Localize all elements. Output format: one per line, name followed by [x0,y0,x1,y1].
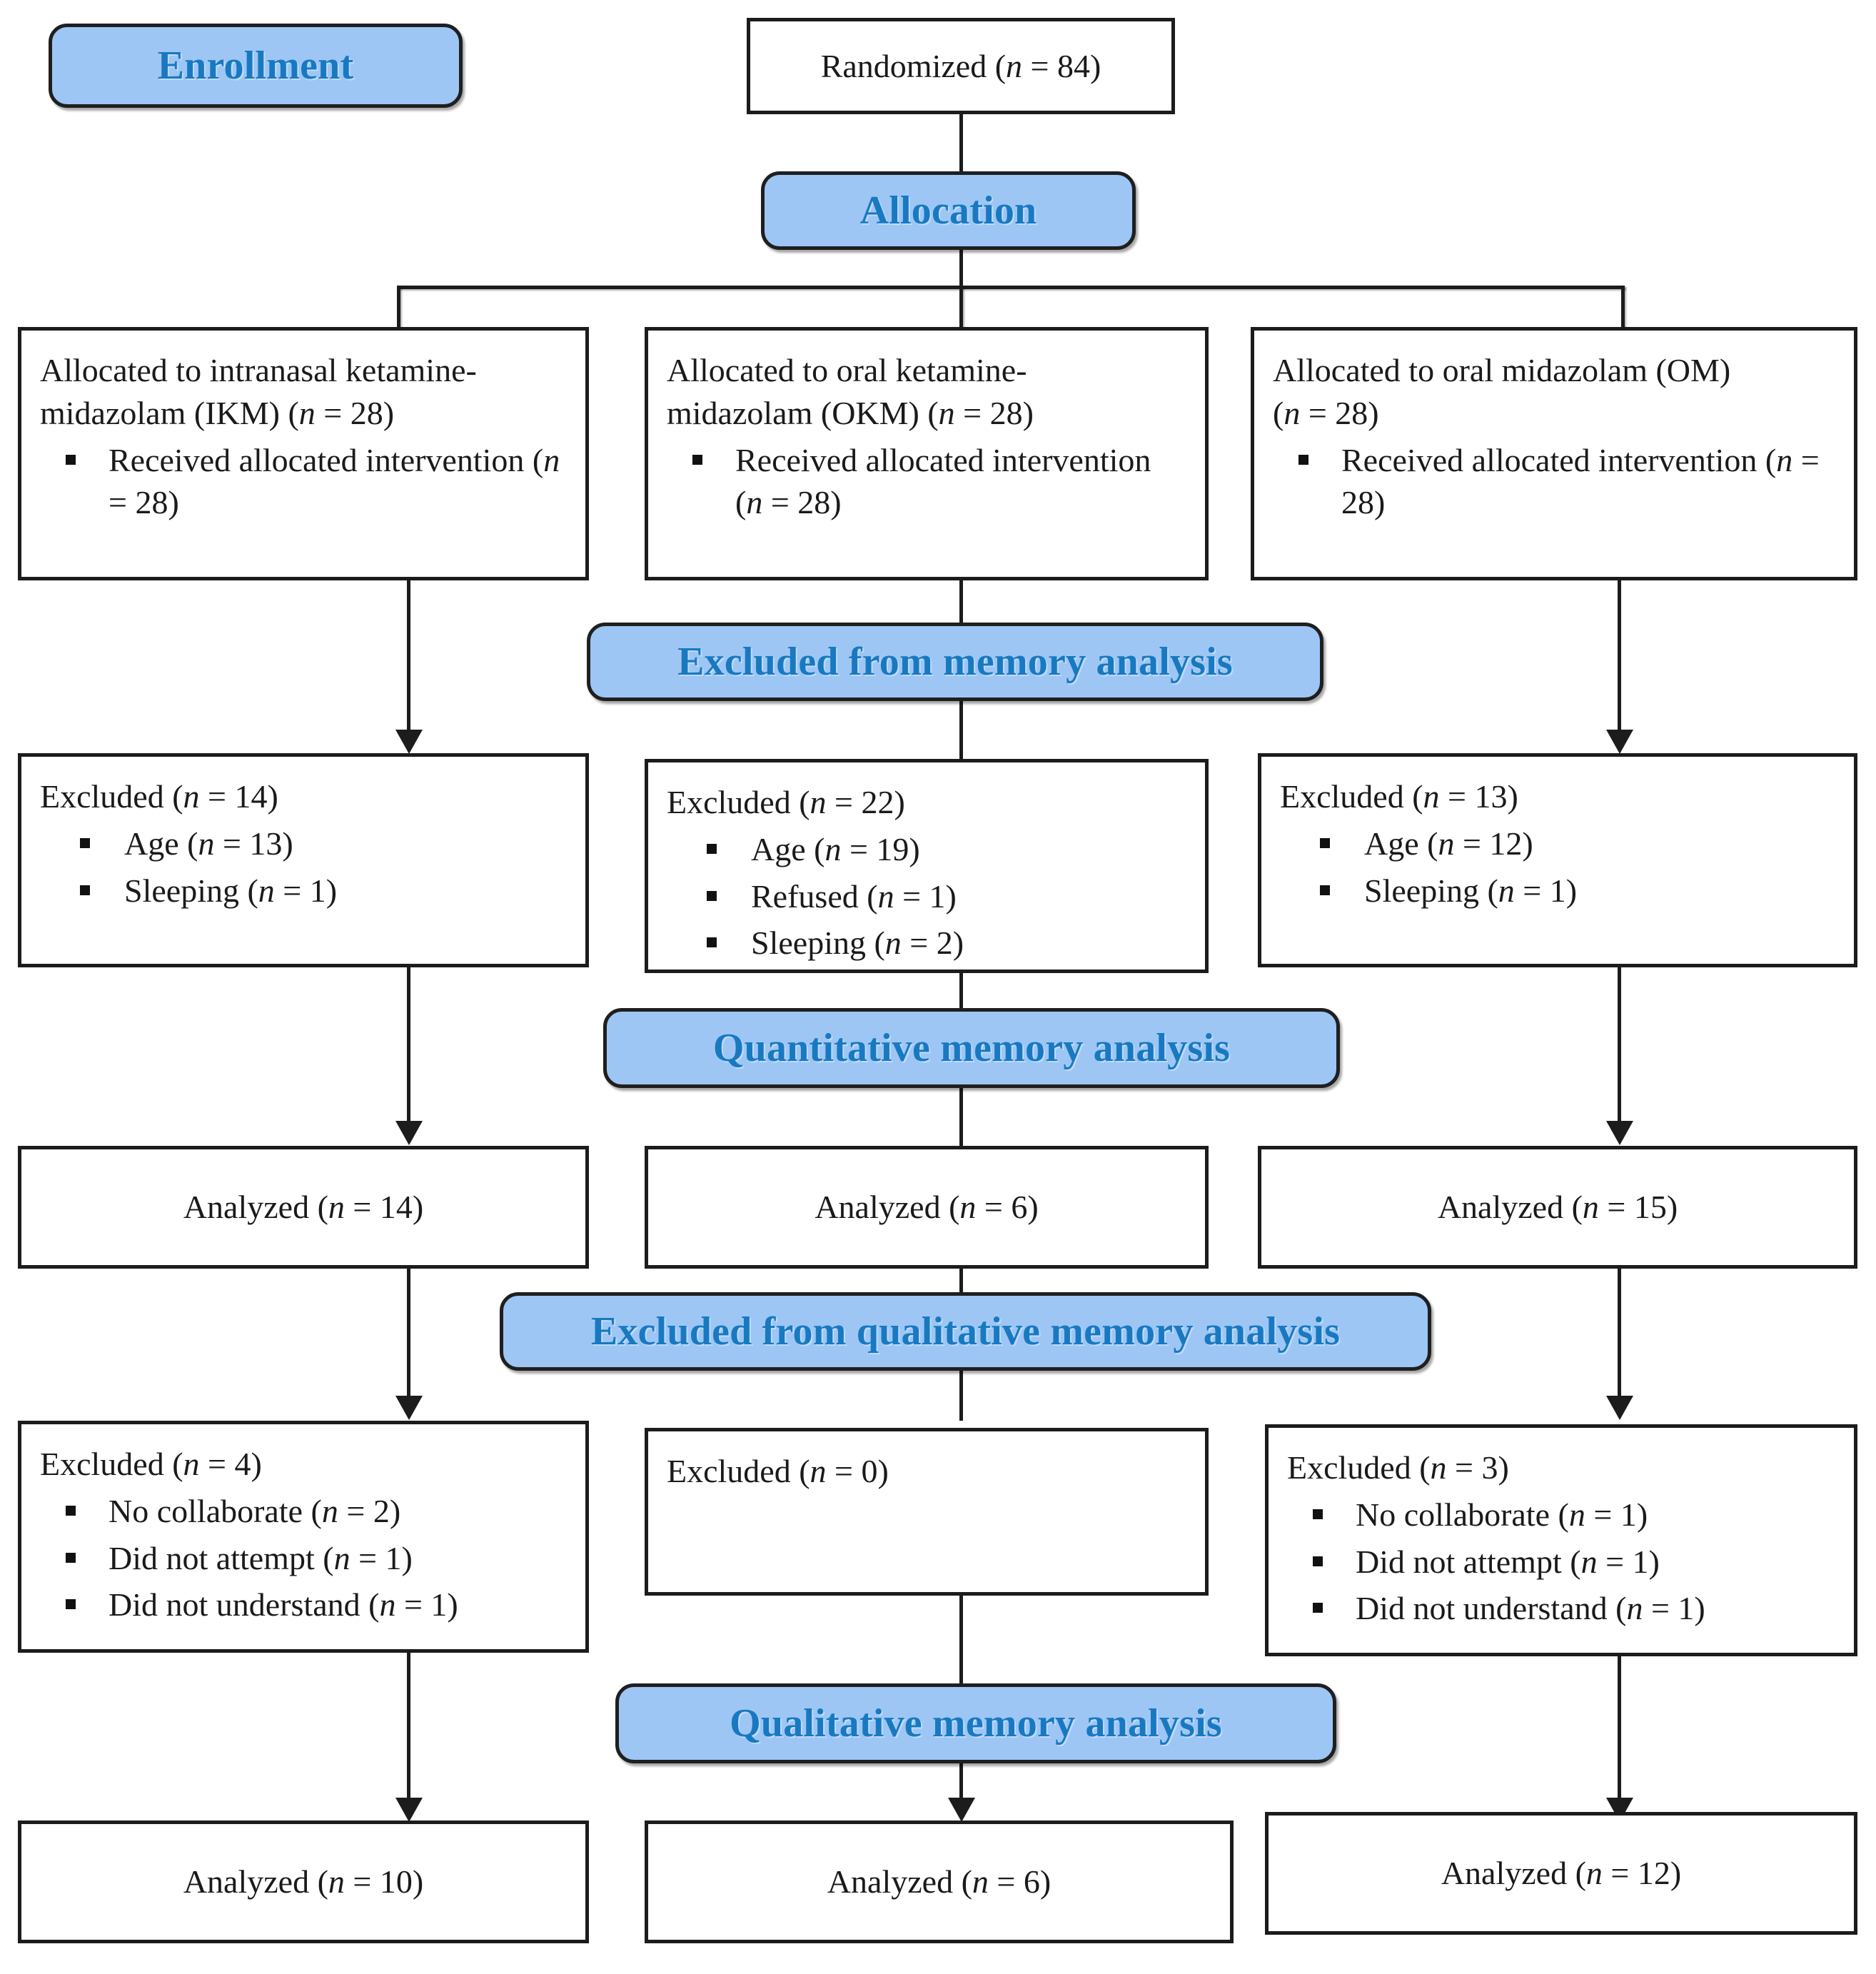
allocation-title-om: Allocated to oral midazolam (OM) (n = 28… [1273,352,1731,431]
connector-om-excl-to-analyzed [1618,967,1621,1130]
arrow-om-alloc-to-excl [1606,730,1633,754]
allocation-box-ikm: Allocated to intranasal ketamine- midazo… [18,327,589,580]
excluded-memory-box-ikm: Excluded (n = 14) Age (n = 13) Sleeping … [18,753,589,967]
arrow-om-analyzed-to-exclqual [1606,1396,1633,1420]
list-item: Received allocated intervention (n = 28) [40,439,567,525]
list-item: Refused (n = 1) [667,875,1186,918]
allocation-bullets-okm: Received allocated intervention (n = 28) [667,439,1186,525]
connector-allocation-drop-right [1621,286,1625,327]
stage-banner-enrollment: Enrollment [49,24,463,108]
connector-om-alloc-to-excl [1618,580,1621,737]
randomized-box: Randomized (n = 84) [747,18,1175,114]
list-item: Did not attempt (n = 1) [40,1537,567,1580]
list-item: Received allocated intervention (n = 28) [667,439,1186,525]
analyzed-quant-box-om: Analyzed (n = 15) [1258,1146,1857,1269]
connector-allocation-bus [397,286,1625,289]
analyzed-quant-label-okm: Analyzed (n = 6) [815,1189,1039,1226]
list-item: Age (n = 13) [40,822,567,865]
stage-banner-allocation: Allocation [761,171,1136,250]
stage-banner-excluded-qualitative: Excluded from qualitative memory analysi… [500,1292,1431,1371]
stage-label-excluded-qualitative: Excluded from qualitative memory analysi… [590,1309,1341,1354]
analyzed-quant-label-ikm: Analyzed (n = 14) [183,1189,424,1226]
list-item: Age (n = 19) [667,828,1186,871]
excluded-memory-bullets-ikm: Age (n = 13) Sleeping (n = 1) [40,822,567,912]
analyzed-qual-label-ikm: Analyzed (n = 10) [183,1863,424,1900]
randomized-label: Randomized (n = 84) [820,47,1101,84]
list-item: Received allocated intervention (n = 28) [1273,439,1835,525]
list-item: Did not attempt (n = 1) [1287,1541,1835,1583]
connector-allocation-drop-left [397,286,400,328]
stage-banner-excluded-memory: Excluded from memory analysis [587,623,1323,701]
excluded-qual-header-okm: Excluded (n = 0) [667,1453,889,1489]
connector-ikm-analyzed-to-exclqual [407,1269,410,1404]
list-item: Sleeping (n = 1) [40,870,567,912]
excluded-memory-header-om: Excluded (n = 13) [1280,778,1518,815]
arrow-ikm-alloc-to-excl [395,730,423,754]
excluded-memory-bullets-okm: Age (n = 19) Refused (n = 1) Sleeping (n… [667,828,1186,965]
list-item: Sleeping (n = 2) [667,922,1186,965]
excluded-memory-header-ikm: Excluded (n = 14) [40,778,278,815]
connector-om-analyzed-to-exclqual [1618,1269,1621,1404]
stage-label-quantitative: Quantitative memory analysis [712,1026,1231,1070]
connector-allocation-drop-mid [959,286,963,332]
arrow-ikm-exclqual-to-final [395,1798,423,1822]
connector-randomized-to-allocation [959,114,963,176]
arrow-okm-exclqual-to-final [948,1798,975,1822]
excluded-memory-bullets-om: Age (n = 12) Sleeping (n = 1) [1280,822,1835,912]
excluded-memory-box-om: Excluded (n = 13) Age (n = 12) Sleeping … [1258,753,1857,967]
list-item: Did not understand (n = 1) [1287,1587,1835,1630]
analyzed-qual-label-okm: Analyzed (n = 6) [827,1863,1052,1900]
stage-banner-qualitative: Qualitative memory analysis [615,1683,1336,1763]
list-item: No collaborate (n = 2) [40,1490,567,1533]
excluded-qual-header-ikm: Excluded (n = 4) [40,1446,262,1482]
list-item: Sleeping (n = 1) [1280,870,1835,912]
allocation-box-om: Allocated to oral midazolam (OM) (n = 28… [1251,327,1857,580]
stage-label-enrollment: Enrollment [157,44,354,88]
excluded-qual-bullets-ikm: No collaborate (n = 2) Did not attempt (… [40,1490,567,1626]
connector-ikm-alloc-to-excl [407,580,410,737]
connector-om-exclqual-to-final [1618,1656,1621,1806]
arrow-ikm-analyzed-to-exclqual [395,1396,423,1420]
list-item: Age (n = 12) [1280,822,1835,865]
analyzed-qual-label-om: Analyzed (n = 12) [1441,1855,1682,1892]
allocation-bullets-ikm: Received allocated intervention (n = 28) [40,439,567,525]
arrow-ikm-excl-to-analyzed [395,1121,423,1145]
excluded-qual-box-okm: Excluded (n = 0) [645,1428,1209,1596]
connector-allocation-stem [959,250,963,289]
allocation-title-okm: Allocated to oral ketamine- midazolam (O… [667,352,1034,431]
allocation-bullets-om: Received allocated intervention (n = 28) [1273,439,1835,525]
arrow-om-excl-to-analyzed [1606,1121,1633,1145]
stage-label-allocation: Allocation [859,188,1037,233]
stage-label-qualitative: Qualitative memory analysis [730,1701,1222,1746]
list-item: Did not understand (n = 1) [40,1583,567,1626]
analyzed-qual-box-om: Analyzed (n = 12) [1265,1812,1857,1935]
excluded-memory-box-okm: Excluded (n = 22) Age (n = 19) Refused (… [645,759,1209,973]
excluded-qual-header-om: Excluded (n = 3) [1287,1449,1509,1486]
list-item: No collaborate (n = 1) [1287,1494,1835,1536]
excluded-qual-box-om: Excluded (n = 3) No collaborate (n = 1) … [1265,1424,1857,1656]
analyzed-quant-box-okm: Analyzed (n = 6) [645,1146,1209,1269]
excluded-memory-header-okm: Excluded (n = 22) [667,784,905,820]
stage-banner-quantitative: Quantitative memory analysis [603,1008,1340,1088]
analyzed-quant-box-ikm: Analyzed (n = 14) [18,1146,589,1269]
stage-label-excluded-memory: Excluded from memory analysis [677,640,1233,684]
allocation-title-ikm: Allocated to intranasal ketamine- midazo… [40,352,477,431]
connector-ikm-excl-to-analyzed [407,967,410,1130]
connector-ikm-exclqual-to-final [407,1653,410,1806]
excluded-qual-bullets-om: No collaborate (n = 1) Did not attempt (… [1287,1494,1835,1630]
excluded-qual-box-ikm: Excluded (n = 4) No collaborate (n = 2) … [18,1421,589,1653]
analyzed-qual-box-okm: Analyzed (n = 6) [645,1821,1234,1943]
analyzed-quant-label-om: Analyzed (n = 15) [1437,1189,1678,1226]
analyzed-qual-box-ikm: Analyzed (n = 10) [18,1821,589,1943]
allocation-box-okm: Allocated to oral ketamine- midazolam (O… [645,327,1209,580]
